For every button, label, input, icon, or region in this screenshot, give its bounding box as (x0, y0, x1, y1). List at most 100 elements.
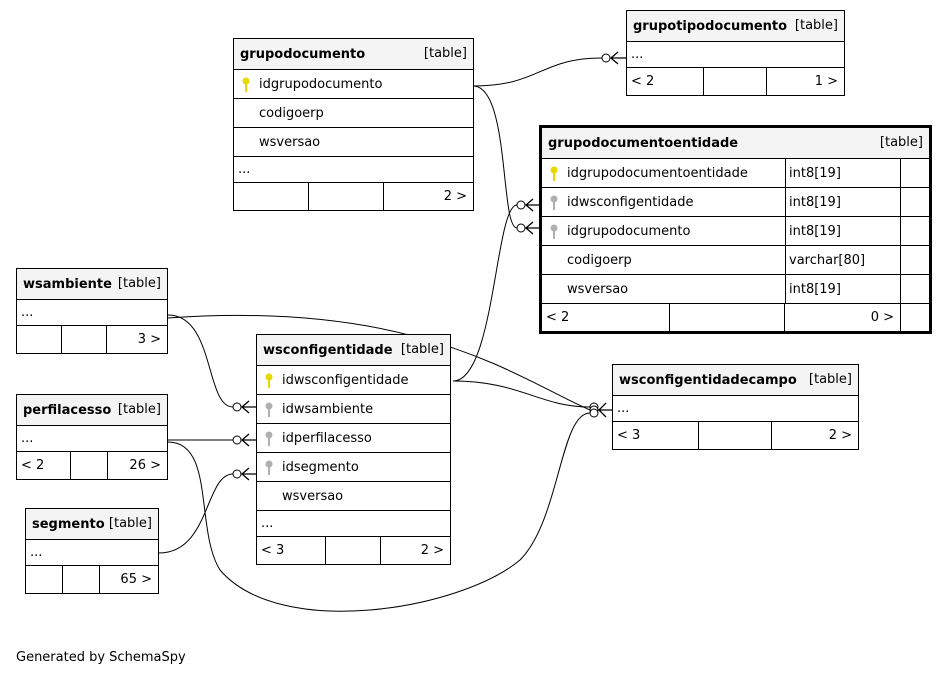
parents-count[interactable] (234, 183, 309, 210)
more-columns: ... (17, 426, 167, 452)
column-row: wsversao (234, 128, 473, 157)
primary-key-icon (265, 373, 273, 388)
table-wsconfigentidade[interactable]: wsconfigentidade [table] idwsconfigentid… (256, 334, 451, 565)
footer-middle (670, 304, 785, 331)
children-count[interactable]: 3 > (137, 332, 161, 347)
column-name: idwsconfigentidade (282, 372, 409, 388)
column-row: idwsconfigentidade (257, 366, 450, 395)
column-name: codigoerp (567, 252, 632, 268)
column-type: int8[19] (785, 217, 900, 245)
table-perfilacesso[interactable]: perfilacesso [table] ... < 2 26 > (16, 394, 168, 480)
column-name: idgrupodocumentoentidade (567, 165, 748, 181)
edge-wsambiente-wsconfigentidade (167, 314, 234, 408)
table-kind: [table] (423, 46, 467, 61)
column-name: idperfilacesso (282, 430, 372, 446)
table-footer: < 2 1 > (627, 68, 844, 95)
footer-middle (699, 422, 772, 449)
children-count[interactable]: 0 > (870, 310, 894, 325)
footer-middle (326, 537, 381, 564)
table-header: wsambiente [table] (17, 269, 167, 300)
table-segmento[interactable]: segmento [table] ... 65 > (25, 508, 159, 594)
table-name: wsambiente (23, 276, 112, 292)
column-name: wsversao (259, 134, 321, 150)
children-count[interactable]: 2 > (420, 543, 444, 558)
column-type: int8[19] (785, 188, 900, 216)
foreign-key-icon (550, 195, 558, 210)
children-count[interactable]: 26 > (129, 458, 161, 473)
foreign-key-icon (265, 431, 273, 446)
column-row: idgrupodocumento (234, 70, 473, 99)
column-name: wsversao (567, 281, 629, 297)
column-name: codigoerp (259, 105, 324, 121)
column-row: codigoerp (234, 99, 473, 128)
table-kind: [table] (794, 18, 838, 33)
table-footer: 3 > (17, 326, 167, 353)
edge-segmento-wsconfigentidade (158, 473, 234, 554)
edge-wsconfigentidade-grupodocumentoentidade (452, 204, 518, 382)
table-header: grupodocumentoentidade [table] (542, 128, 929, 159)
column-row: codigoerp varchar[80] (542, 246, 929, 275)
table-grupotipodocumento[interactable]: grupotipodocumento [table] ... < 2 1 > (626, 10, 845, 96)
parents-count[interactable]: < 3 (613, 422, 699, 449)
column-row: idwsconfigentidade int8[19] (542, 188, 929, 217)
table-header: grupodocumento [table] (234, 39, 473, 70)
parents-count[interactable] (17, 326, 62, 353)
table-kind: [table] (879, 135, 923, 150)
parents-count[interactable] (26, 566, 63, 593)
table-name: grupodocumento (240, 46, 366, 62)
column-list: idgrupodocumentoentidade int8[19] idwsco… (542, 159, 929, 331)
column-row: wsversao int8[19] (542, 275, 929, 304)
table-footer: < 3 2 > (613, 422, 858, 449)
table-name: wsconfigentidadecampo (619, 372, 797, 388)
parents-count[interactable]: < 2 (17, 452, 71, 479)
parents-count[interactable]: < 2 (627, 68, 704, 95)
children-count[interactable]: 2 > (828, 428, 852, 443)
column-row: idsegmento (257, 453, 450, 482)
table-footer: < 3 2 > (257, 537, 450, 564)
footer-middle (71, 452, 108, 479)
column-row: idgrupodocumentoentidade int8[19] (542, 159, 929, 188)
table-name: perfilacesso (23, 402, 112, 418)
column-row: idgrupodocumento int8[19] (542, 217, 929, 246)
parents-count[interactable]: < 2 (542, 304, 670, 331)
edge-perfilacesso-wsconfigentidadecampo (167, 412, 591, 612)
table-kind: [table] (400, 342, 444, 357)
footer-middle (63, 566, 100, 593)
table-name: grupotipodocumento (633, 18, 788, 34)
table-wsambiente[interactable]: wsambiente [table] ... 3 > (16, 268, 168, 354)
column-name: idwsambiente (282, 401, 374, 417)
primary-key-icon (550, 166, 558, 181)
table-name: grupodocumentoentidade (548, 135, 739, 151)
table-grupodocumento[interactable]: grupodocumento [table] idgrupodocumento … (233, 38, 474, 211)
table-footer: 65 > (26, 566, 158, 593)
edge-grupodocumento-grupodocumentoentidade (472, 85, 518, 229)
column-name: idwsconfigentidade (567, 194, 694, 210)
table-wsconfigentidadecampo[interactable]: wsconfigentidadecampo [table] ... < 3 2 … (612, 364, 859, 450)
children-count[interactable]: 2 > (443, 189, 467, 204)
footer-middle (704, 68, 767, 95)
column-name: idsegmento (282, 459, 359, 475)
column-name: idgrupodocumento (259, 76, 383, 92)
table-footer: < 2 0 > (542, 304, 929, 331)
more-columns: ... (234, 157, 473, 183)
foreign-key-icon (550, 224, 558, 239)
column-type: int8[19] (785, 159, 900, 187)
table-kind: [table] (808, 372, 852, 387)
table-header: wsconfigentidade [table] (257, 335, 450, 366)
children-count[interactable]: 65 > (120, 572, 152, 587)
table-name: wsconfigentidade (263, 342, 393, 358)
more-columns: ... (17, 300, 167, 326)
edge-wsconfigentidade-wsconfigentidadecampo (452, 380, 591, 408)
table-grupodocumentoentidade[interactable]: grupodocumentoentidade [table] idgrupodo… (539, 125, 932, 334)
children-count[interactable]: 1 > (814, 74, 838, 89)
footer-middle (62, 326, 107, 353)
table-header: grupotipodocumento [table] (627, 11, 844, 42)
footer-middle (309, 183, 384, 210)
column-row: idperfilacesso (257, 424, 450, 453)
column-name: wsversao (282, 488, 344, 504)
table-kind: [table] (117, 276, 161, 291)
more-columns: ... (627, 42, 844, 68)
parents-count[interactable]: < 3 (257, 537, 326, 564)
